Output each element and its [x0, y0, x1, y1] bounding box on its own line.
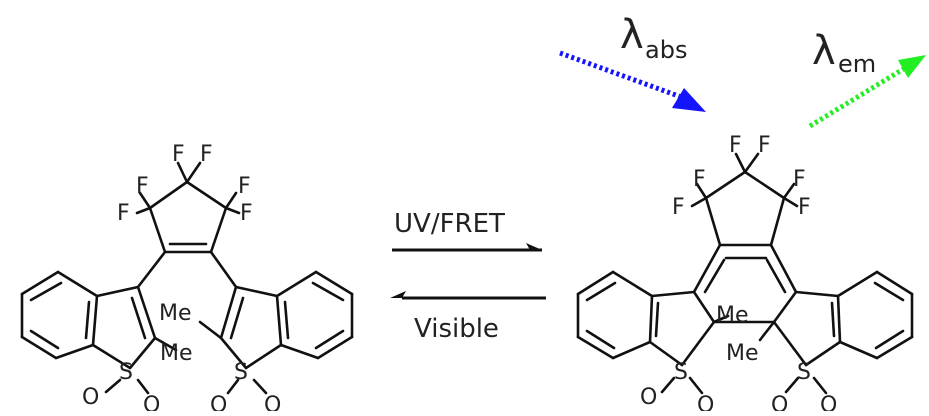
closed-central-ring [692, 243, 798, 324]
closed-fluorine-5: F [793, 167, 806, 192]
absorption-arrow-shaft [559, 50, 685, 101]
open-sulfur-right: S [234, 360, 248, 385]
closed-sulfur-left: S [674, 360, 688, 385]
closed-methyl-upper: Me [716, 303, 749, 328]
forward-arrow-label: UV/FRET [394, 209, 505, 239]
closed-oxygen-3: O [771, 393, 788, 411]
lambda-abs-subscript: abs [645, 36, 687, 64]
open-fluorine-4: F [117, 201, 130, 226]
open-cf-bonds [135, 161, 241, 215]
lambda-em-subscript: em [838, 50, 876, 78]
closed-fluorine-6: F [798, 195, 811, 220]
forward-arrow-head [526, 243, 542, 250]
excitation-arrows: λ abs λ em [559, 12, 926, 129]
open-fluorine-5: F [238, 174, 251, 199]
reaction-arrows: UV/FRET Visible [390, 209, 546, 344]
open-fluorine-6: F [240, 201, 253, 226]
absorption-arrow-head [672, 88, 706, 112]
open-oxygen-4: O [264, 393, 281, 411]
open-cyclopentene-ring [148, 180, 228, 254]
open-isomer: F F F F F F Me Me S S O O O O [20, 142, 354, 416]
closed-isomer: F F F F F F Me Me S S O O O O [576, 133, 914, 416]
emission-arrow-head [898, 55, 926, 78]
closed-cyclopentane-ring [704, 170, 786, 247]
closed-fluorine-3: F [693, 167, 706, 192]
closed-right-benzothiophene [758, 270, 914, 395]
closed-fluorine-4: F [672, 195, 685, 220]
open-oxygen-2: O [143, 393, 160, 411]
open-linker-bonds [136, 250, 238, 289]
open-oxygen-1: O [82, 385, 99, 410]
open-right-benzothiophene [198, 270, 354, 395]
open-oxygen-3: O [210, 393, 227, 411]
closed-methyl-lower: Me [726, 341, 759, 366]
closed-left-benzothiophene [576, 270, 730, 395]
closed-oxygen-2: O [697, 393, 714, 411]
closed-oxygen-1: O [640, 385, 657, 410]
open-methyl-upper: Me [159, 301, 192, 326]
lambda-em-symbol: λ [812, 28, 836, 74]
open-left-benzothiophene [20, 270, 178, 395]
open-methyl-lower: Me [160, 341, 193, 366]
open-fluorine-2: F [200, 142, 213, 167]
closed-sulfur-right: S [797, 360, 811, 385]
open-sulfur-left: S [119, 360, 133, 385]
lambda-abs-symbol: λ [620, 12, 644, 58]
reverse-arrow-label: Visible [414, 314, 499, 344]
open-fluorine-3: F [136, 174, 149, 199]
closed-cf-bonds [690, 152, 799, 208]
emission-arrow-shaft [808, 65, 907, 129]
closed-oxygen-4: O [820, 393, 837, 411]
open-fluorine-1: F [172, 142, 185, 167]
closed-fluorine-1: F [729, 133, 742, 158]
closed-fluorine-2: F [758, 133, 771, 158]
reverse-arrow-head [390, 291, 406, 298]
